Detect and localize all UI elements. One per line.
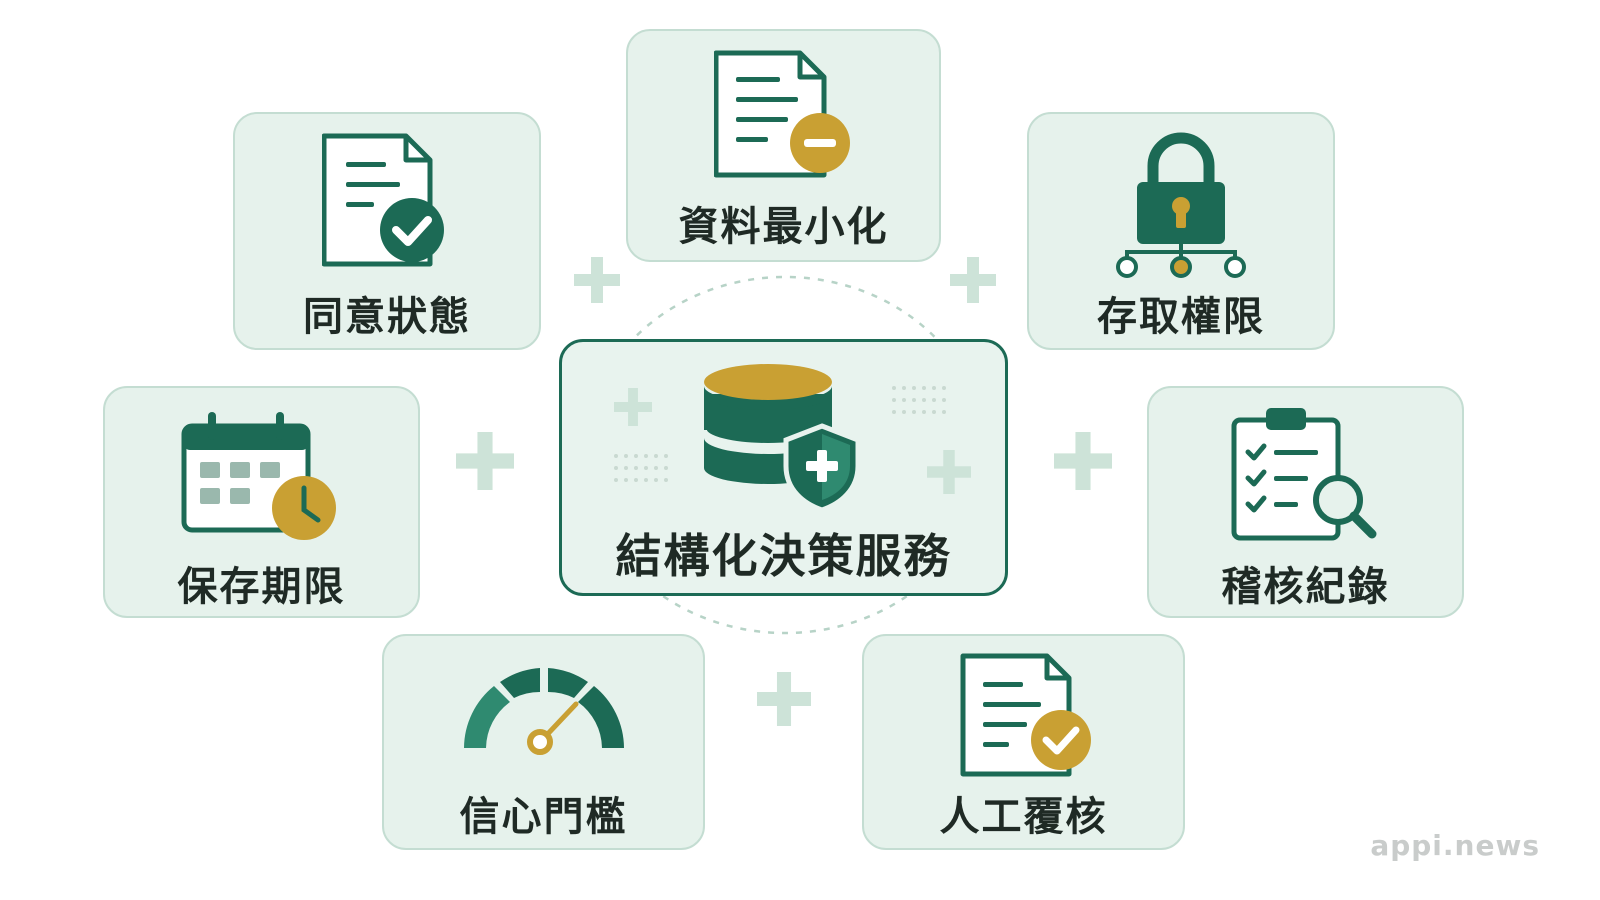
node-label: 保存期限 xyxy=(177,564,346,610)
document-check-icon xyxy=(864,652,1183,778)
clipboard-search-icon xyxy=(1149,404,1462,544)
plus-icon xyxy=(456,432,514,490)
plus-icon xyxy=(1054,432,1112,490)
dot-grid xyxy=(614,454,668,482)
watermark: appi.news xyxy=(1370,829,1540,862)
node-access: 存取權限 xyxy=(1027,112,1335,350)
plus-icon xyxy=(614,388,652,426)
dot-grid xyxy=(892,386,946,414)
document-minus-icon xyxy=(628,49,939,181)
document-check-icon xyxy=(235,132,539,267)
plus-icon xyxy=(950,257,996,303)
node-confidence: 信心門檻 xyxy=(382,634,705,850)
node-retention: 保存期限 xyxy=(103,386,420,618)
node-label: 信心門檻 xyxy=(459,794,628,840)
node-label: 同意狀態 xyxy=(303,294,471,340)
node-audit: 稽核紀錄 xyxy=(1147,386,1464,618)
node-review: 人工覆核 xyxy=(862,634,1185,850)
node-label: 資料最小化 xyxy=(678,204,889,250)
node-label: 存取權限 xyxy=(1097,294,1265,340)
node-label: 稽核紀錄 xyxy=(1221,564,1390,610)
database-shield-icon xyxy=(562,356,1005,516)
gauge-icon xyxy=(384,656,703,766)
plus-icon xyxy=(574,257,620,303)
plus-icon xyxy=(757,672,811,726)
lock-network-icon xyxy=(1029,128,1333,278)
node-consent: 同意狀態 xyxy=(233,112,541,350)
plus-icon xyxy=(927,450,971,494)
node-label: 人工覆核 xyxy=(939,794,1108,840)
center-service: 結構化決策服務 xyxy=(559,339,1008,596)
center-label: 結構化決策服務 xyxy=(615,529,952,583)
node-minimization: 資料最小化 xyxy=(626,29,941,262)
calendar-clock-icon xyxy=(105,406,418,546)
